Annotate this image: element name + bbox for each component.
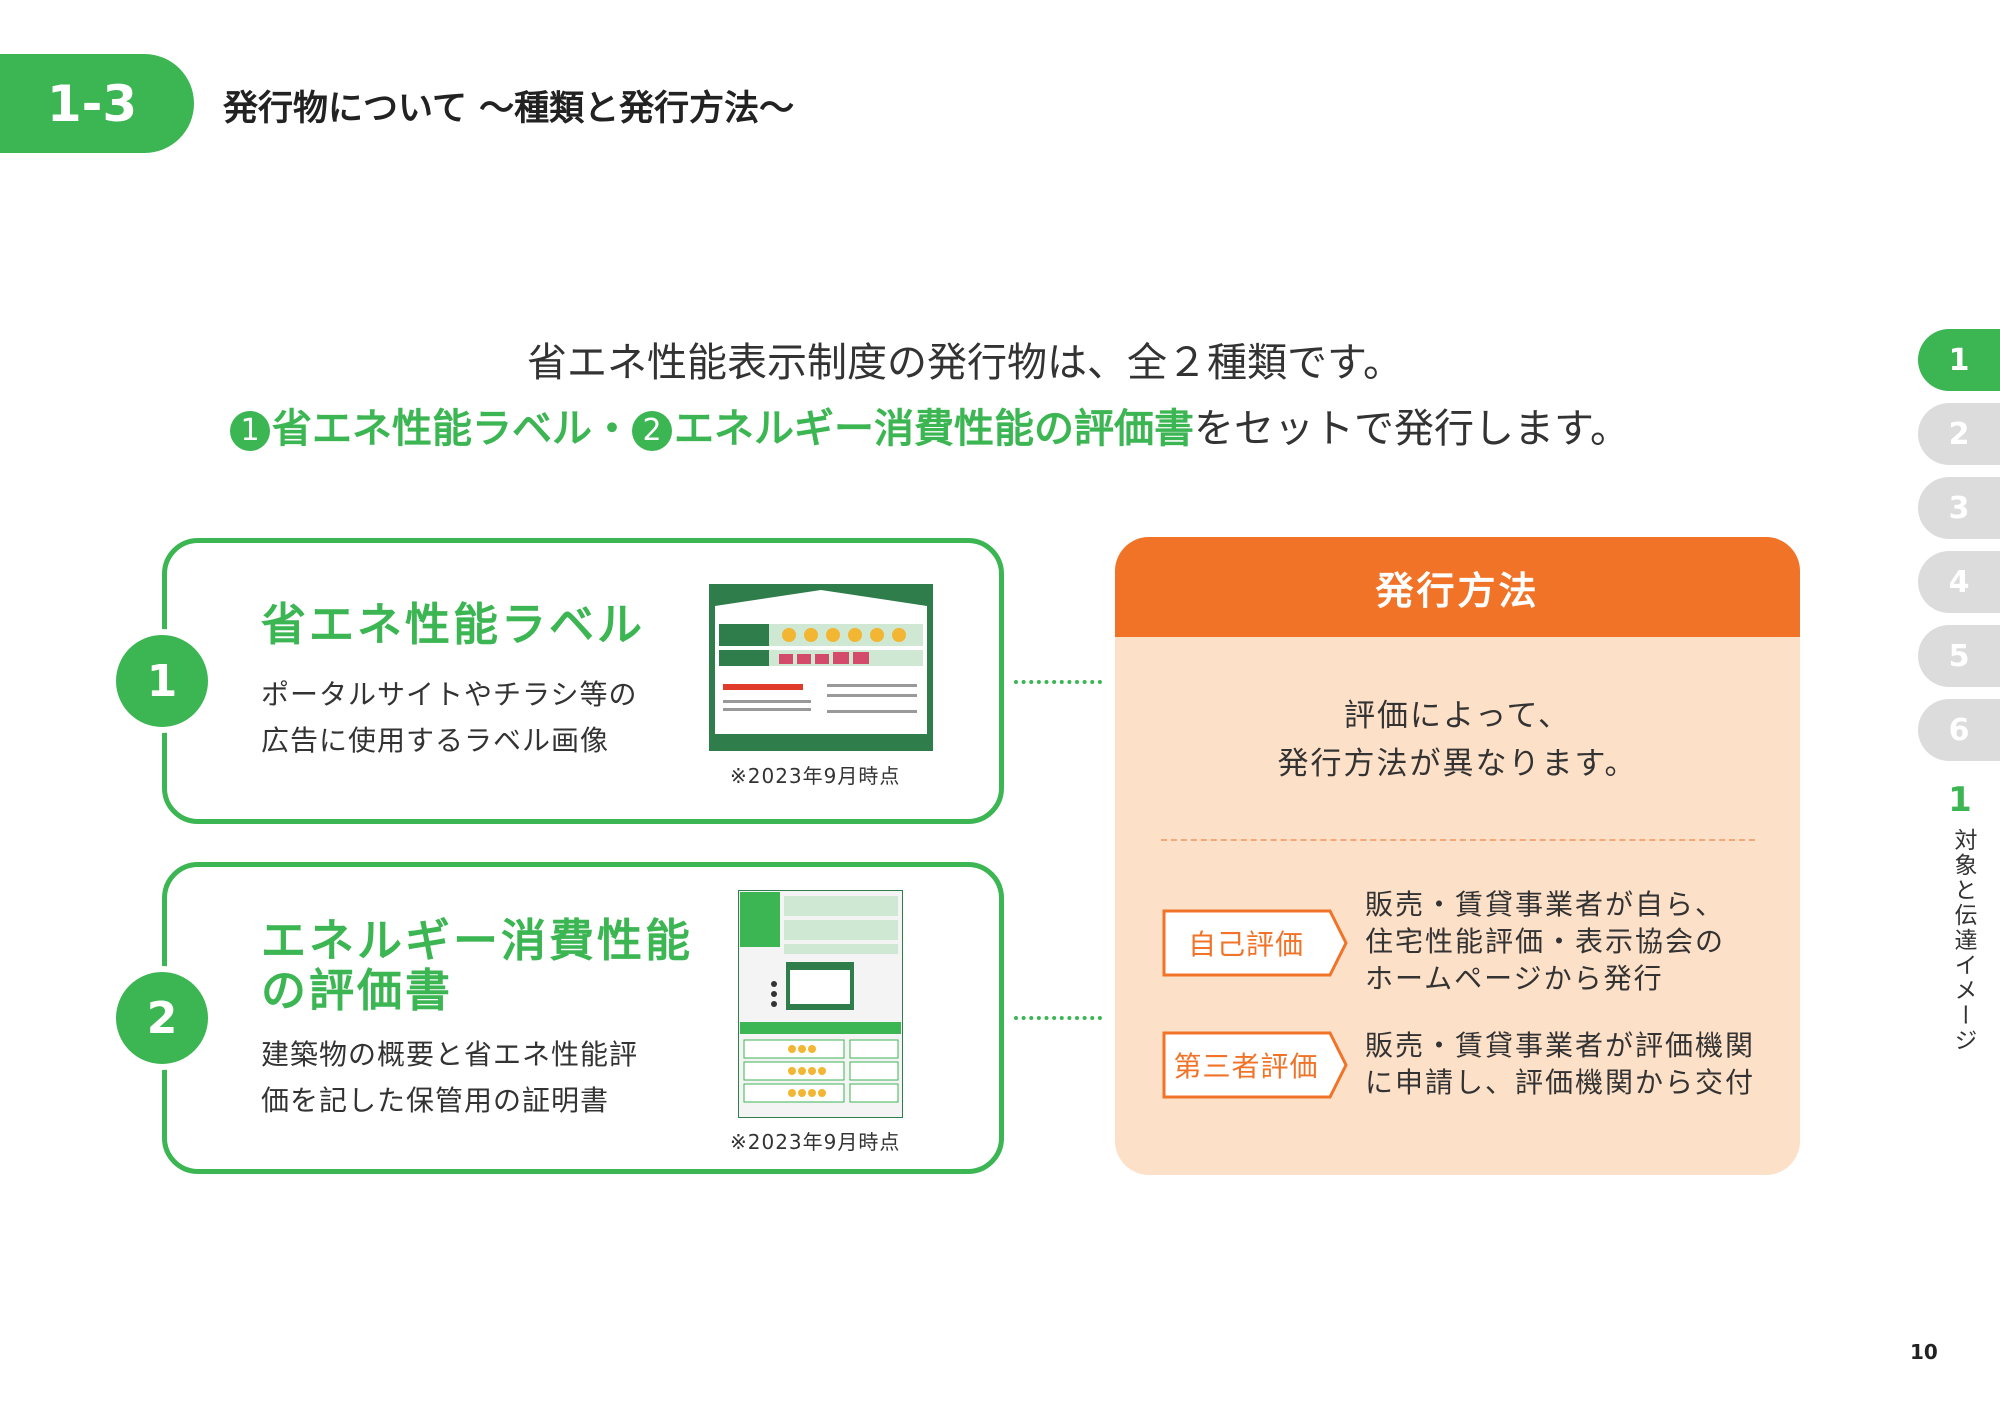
- method-line: 住宅性能評価・表示協会の: [1365, 925, 1726, 958]
- chapter-label: 対象と伝達イメージ: [1950, 828, 1976, 1053]
- method-line: 販売・賃貸事業者が自ら、: [1365, 888, 1726, 921]
- evaluation-report-image: [738, 890, 903, 1118]
- section-number-badge: 1-3: [0, 54, 194, 153]
- intro-line-1: 省エネ性能表示制度の発行物は、全２種類です。: [527, 340, 1403, 386]
- dashed-divider: [1161, 839, 1755, 841]
- panel-title: 発行方法: [1115, 537, 1800, 637]
- section-title: 発行物について ～種類と発行方法～: [223, 89, 795, 129]
- card-1-body: ポータルサイトやチラシ等の 広告に使用するラベル画像: [261, 672, 637, 764]
- number-2-icon: 2: [632, 411, 672, 451]
- card-2-body: 建築物の概要と省エネ性能評 価を記した保管用の証明書: [261, 1032, 638, 1124]
- page-number: 10: [1910, 1340, 1938, 1364]
- side-tab-5[interactable]: 5: [1918, 625, 2000, 687]
- tag-label: 自己評価: [1187, 928, 1304, 961]
- card-2-title: エネルギー消費性能 の評価書: [261, 916, 693, 1016]
- method-line: 販売・賃貸事業者が評価機関: [1365, 1029, 1756, 1062]
- card-2-title-line: の評価書: [261, 964, 454, 1017]
- intro-separator: ・: [592, 406, 632, 452]
- issuance-method-panel: 発行方法 評価によって、 発行方法が異なります。 自己評価 販売・賃貸事業者が自…: [1115, 537, 1800, 1175]
- energy-label-image: [709, 584, 933, 751]
- connector-dots-2: [1014, 1016, 1102, 1020]
- method-1-description: 販売・賃貸事業者が自ら、 住宅性能評価・表示協会の ホームページから発行: [1365, 886, 1725, 997]
- side-tab-3[interactable]: 3: [1918, 477, 2000, 539]
- method-2-description: 販売・賃貸事業者が評価機関 に申請し、評価機関から交付: [1365, 1027, 1755, 1101]
- side-tab-6[interactable]: 6: [1918, 699, 2000, 761]
- side-tab-2[interactable]: 2: [1918, 403, 2000, 465]
- tag-self-evaluation: 自己評価: [1162, 909, 1350, 977]
- card-2-body-line: 建築物の概要と省エネ性能評: [261, 1038, 639, 1071]
- card-1-title: 省エネ性能ラベル: [261, 598, 646, 651]
- tag-label: 第三者評価: [1173, 1050, 1319, 1083]
- intro-item-1: 省エネ性能ラベル: [272, 406, 592, 452]
- card-2-number: 2: [110, 966, 214, 1070]
- card-2-title-line: エネルギー消費性能: [261, 914, 694, 967]
- card-1-number: 1: [110, 629, 214, 733]
- card-2-body-line: 価を記した保管用の証明書: [261, 1084, 610, 1117]
- method-line: に申請し、評価機関から交付: [1365, 1066, 1756, 1099]
- card-1-body-line: ポータルサイトやチラシ等の: [261, 678, 638, 711]
- intro-item-2: エネルギー消費性能の評価書: [674, 406, 1194, 452]
- tag-third-party-evaluation: 第三者評価: [1162, 1031, 1350, 1099]
- card-1-body-line: 広告に使用するラベル画像: [261, 724, 610, 757]
- side-tab-1[interactable]: 1: [1918, 329, 2000, 391]
- intro-rest: をセットで発行します。: [1194, 406, 1630, 452]
- method-line: ホームページから発行: [1365, 962, 1664, 995]
- side-tab-4[interactable]: 4: [1918, 551, 2000, 613]
- chapter-number: 1: [1948, 780, 1972, 820]
- card-2-caption: ※2023年9月時点: [730, 1130, 901, 1154]
- panel-intro-line: 発行方法が異なります。: [1277, 746, 1638, 782]
- card-1-caption: ※2023年9月時点: [730, 764, 901, 788]
- number-1-icon: 1: [230, 411, 270, 451]
- panel-intro-line: 評価によって、: [1344, 698, 1571, 734]
- panel-intro: 評価によって、 発行方法が異なります。: [1115, 692, 1800, 788]
- connector-dots-1: [1014, 680, 1102, 684]
